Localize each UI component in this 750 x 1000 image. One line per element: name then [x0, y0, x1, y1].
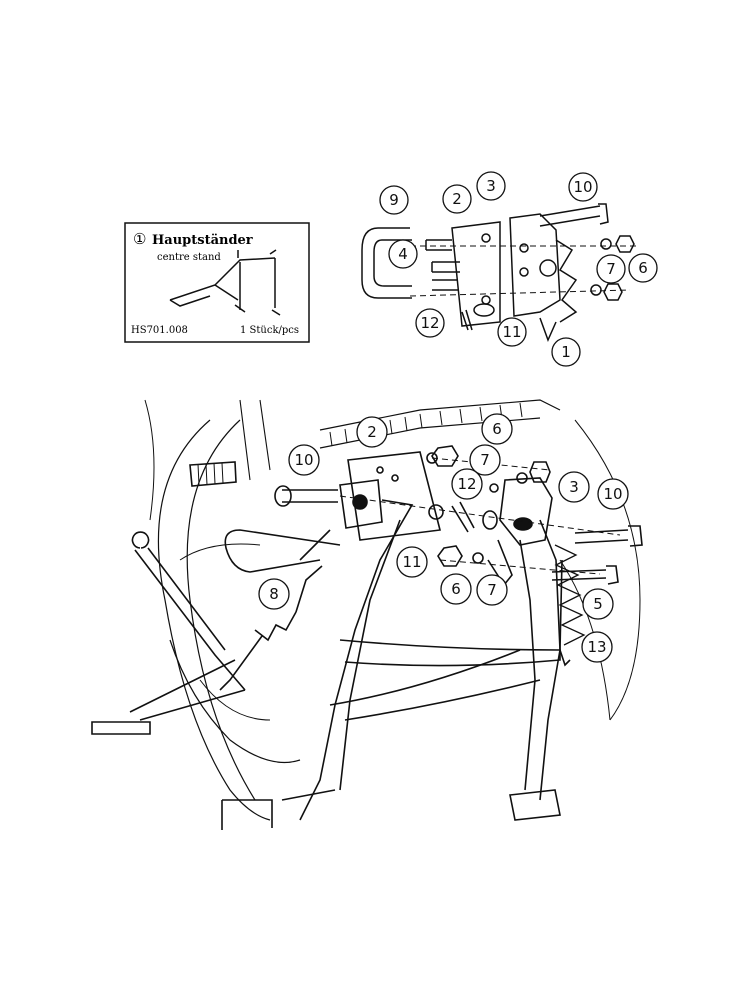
main-installation-view [91, 399, 643, 830]
detail-callout-11 [497, 317, 527, 347]
detail-callout-label: 4 [398, 245, 408, 263]
main-callout-label: 2 [367, 423, 377, 441]
part-card-part-no: HS701.008 [131, 325, 188, 336]
main-callout-5 [582, 588, 614, 620]
detail-callout-7 [596, 254, 626, 284]
main-callout-7 [469, 444, 501, 476]
part-card-number: ① [133, 230, 146, 248]
main-callout-label: 6 [492, 420, 502, 438]
main-callout-3 [558, 471, 590, 503]
detail-callout-label: 1 [561, 343, 571, 361]
main-callout-label: 13 [587, 638, 606, 656]
detail-callout-6 [628, 253, 658, 283]
detail-callout-label: 9 [389, 191, 399, 209]
main-callout-10 [288, 444, 320, 476]
main-callout-label: 10 [603, 485, 622, 503]
main-callouts [258, 413, 629, 663]
main-callout-2 [356, 416, 388, 448]
main-callout-label: 6 [451, 580, 461, 598]
detail-callouts [379, 171, 658, 367]
main-callout-label: 12 [457, 475, 476, 493]
detail-callout-label: 12 [420, 314, 439, 332]
part-card: ① Hauptständer centre stand HS701.008 1 … [124, 222, 310, 343]
main-callout-label: 3 [569, 478, 579, 496]
detail-callout-label: 7 [606, 260, 616, 278]
detail-callout-9 [379, 185, 409, 215]
detail-callout-label: 10 [573, 178, 592, 196]
detail-callout-4 [388, 239, 418, 269]
main-callout-13 [581, 631, 613, 663]
main-callout-labels: 2 6 10 7 3 12 10 11 8 6 7 5 13 [269, 420, 622, 656]
stand-thumbnail [169, 249, 281, 316]
part-card-title: Hauptständer [152, 233, 253, 248]
main-callout-label: 5 [593, 595, 603, 613]
part-card-subtitle: centre stand [157, 252, 221, 263]
detail-callout-3 [476, 171, 506, 201]
main-callout-label: 11 [402, 553, 421, 571]
detail-callout-label: 11 [502, 323, 521, 341]
detail-exploded-view [361, 203, 640, 343]
detail-callout-labels: 9 2 3 10 4 7 6 12 11 1 [389, 177, 648, 361]
detail-callout-label: 3 [486, 177, 496, 195]
detail-callout-2 [442, 184, 472, 214]
detail-callout-label: 2 [452, 190, 462, 208]
detail-callout-1 [551, 337, 581, 367]
main-callout-label: 7 [487, 581, 497, 599]
main-callout-label: 7 [480, 451, 490, 469]
detail-callout-12 [415, 308, 445, 338]
detail-callout-10 [568, 172, 598, 202]
main-callout-6 [481, 413, 513, 445]
main-callout-label: 8 [269, 585, 279, 603]
main-callout-12 [451, 468, 483, 500]
main-callout-11 [396, 546, 428, 578]
main-callout-10b [597, 478, 629, 510]
main-callout-7b [476, 574, 508, 606]
main-callout-6b [440, 573, 472, 605]
detail-callout-label: 6 [638, 259, 648, 277]
main-callout-8 [258, 578, 290, 610]
part-card-qty: 1 Stück/pcs [240, 325, 299, 336]
main-callout-label: 10 [294, 451, 313, 469]
